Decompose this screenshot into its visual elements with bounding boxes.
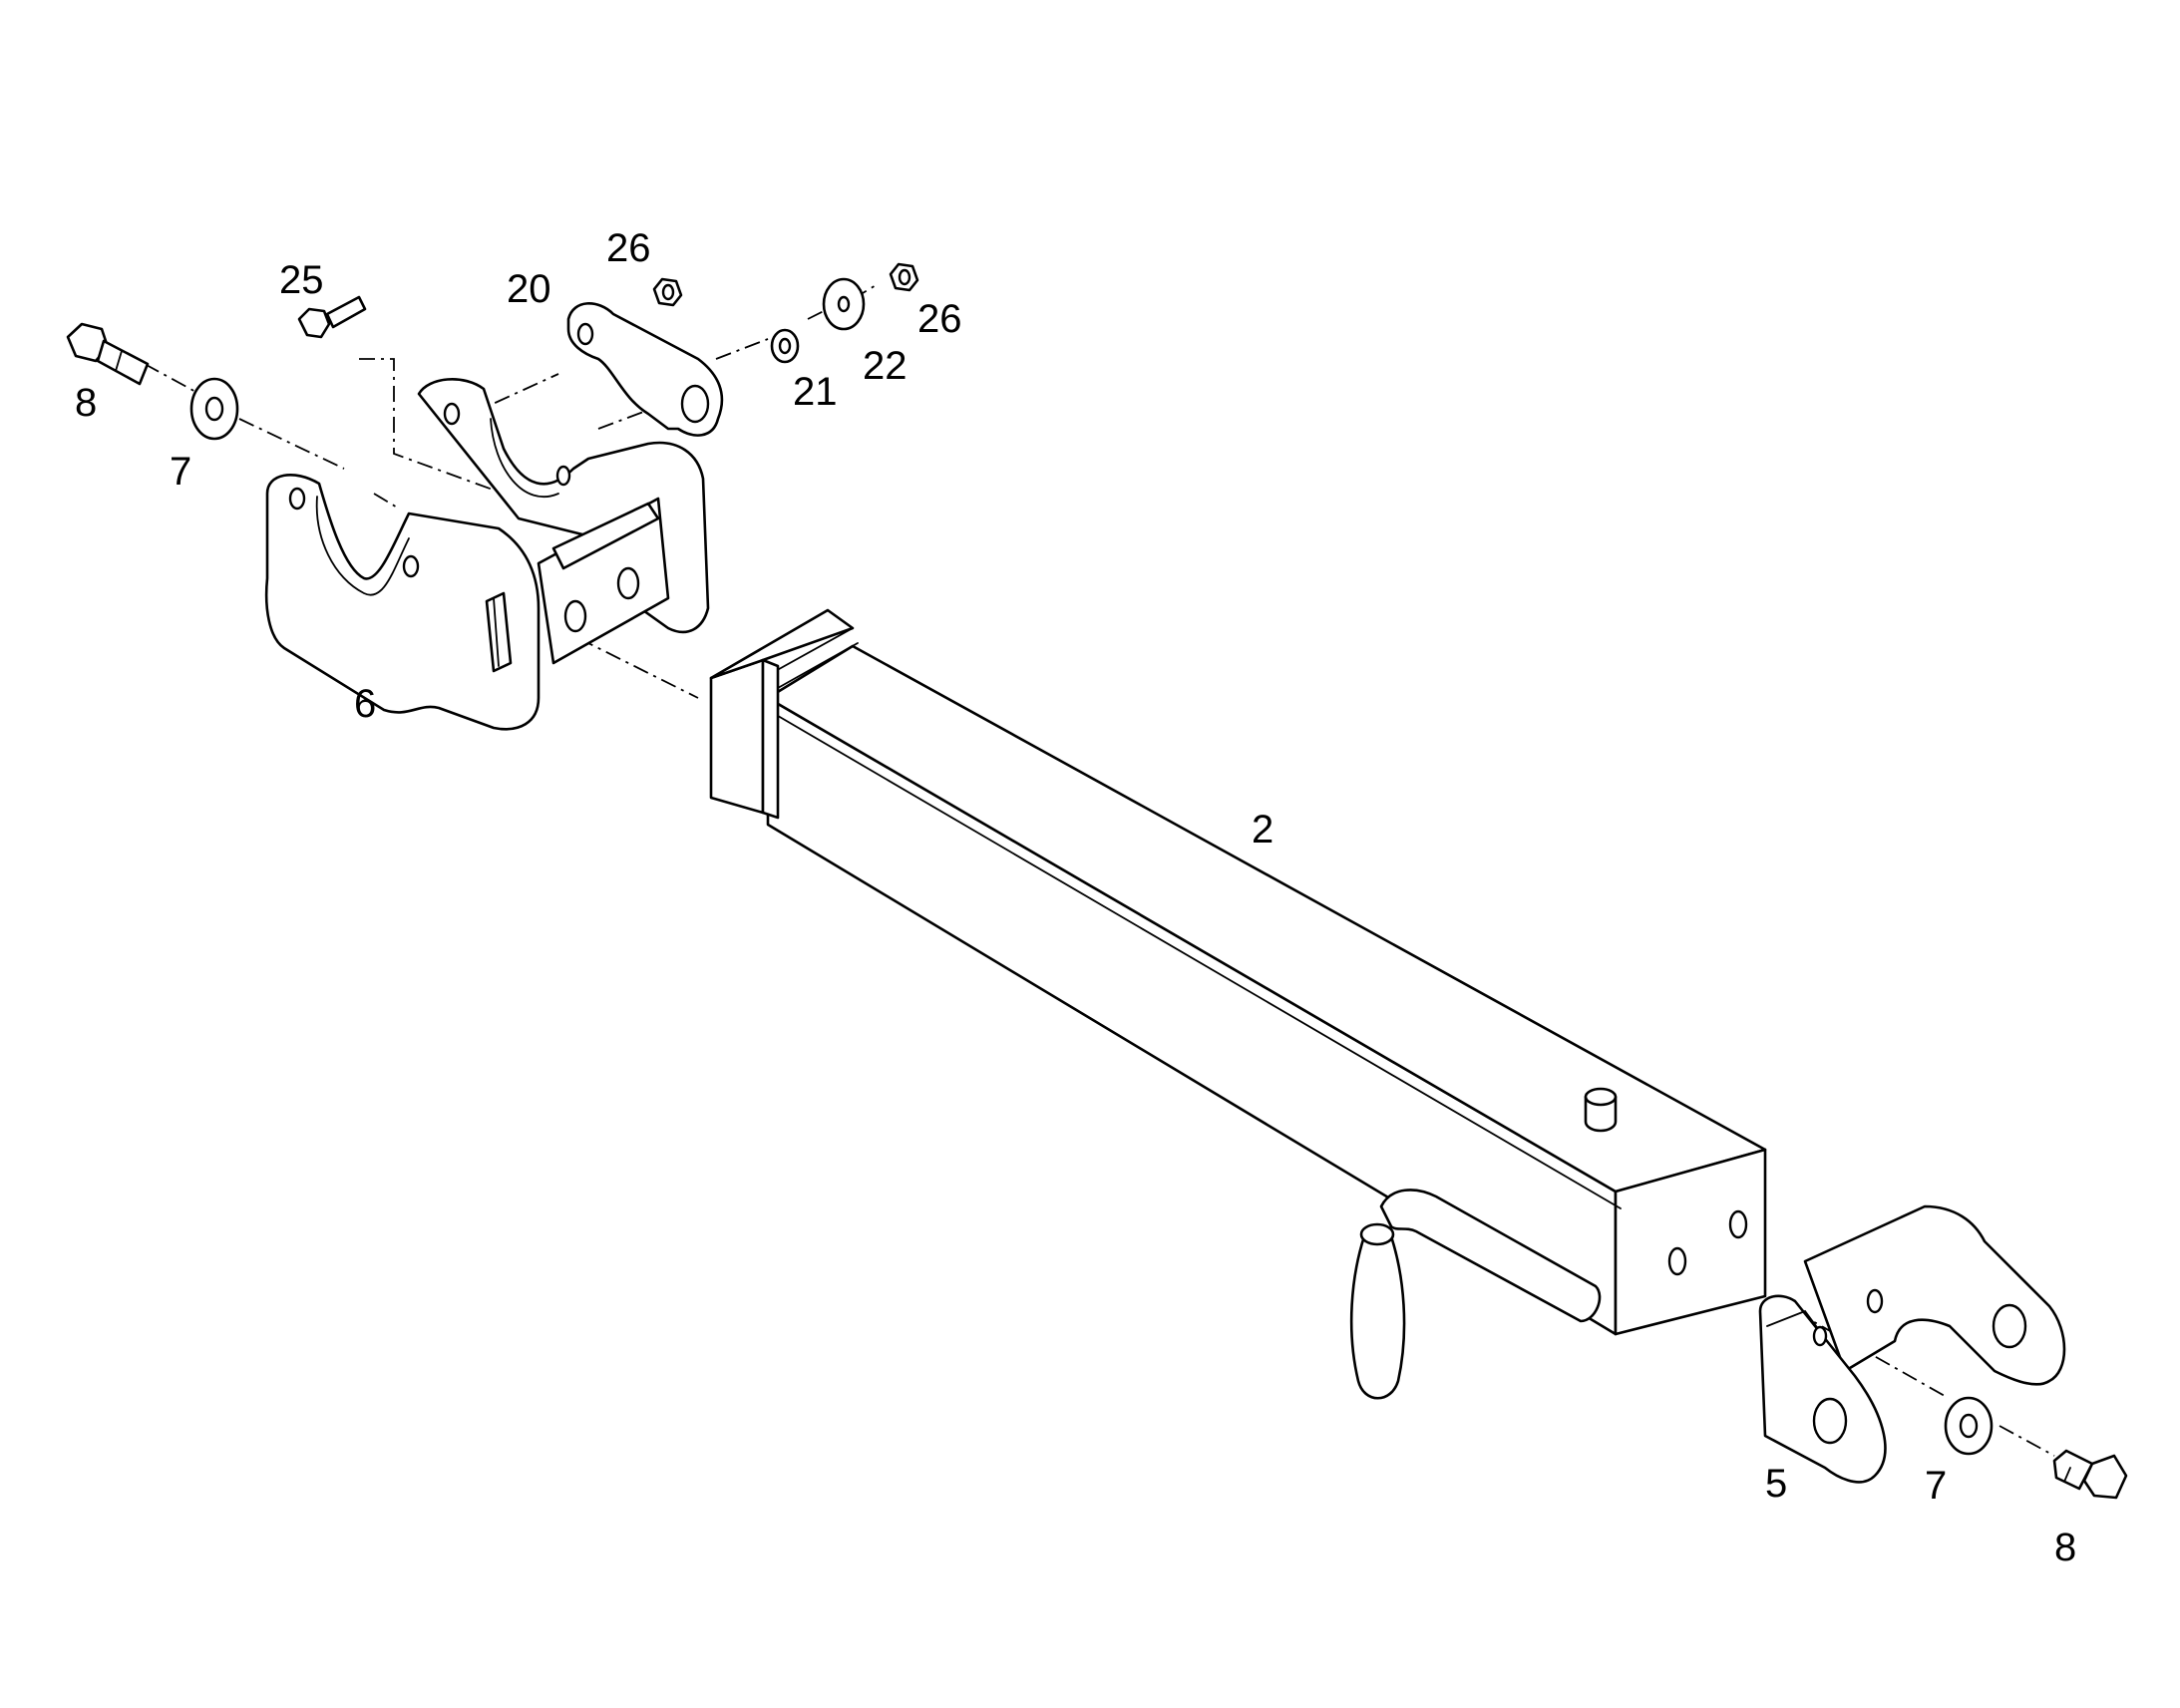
crank-grip <box>1349 1223 1406 1400</box>
tube-end-cap-front <box>709 658 765 815</box>
callout-21: 21 <box>793 370 838 414</box>
callout-20: 20 <box>507 267 551 311</box>
tube-end-hole-left <box>1667 1246 1687 1276</box>
crank-arm <box>1379 1189 1602 1323</box>
callout-25: 25 <box>279 258 324 302</box>
part-5-clevis-bracket <box>1758 1204 2066 1484</box>
callout-6: 6 <box>354 682 376 726</box>
washer-22 <box>822 277 866 331</box>
part-2-tube <box>709 608 1767 1336</box>
callout-26-upper: 26 <box>606 226 651 270</box>
part-20-plate <box>566 302 724 437</box>
callout-labels: 25 20 26 8 7 21 22 26 6 2 5 7 8 <box>75 226 2076 1569</box>
callout-8-left: 8 <box>75 381 97 425</box>
nut-26-right <box>889 262 919 292</box>
bolt-25 <box>297 295 367 339</box>
washer-21 <box>770 328 800 364</box>
callout-5: 5 <box>1765 1462 1787 1506</box>
callout-7-left: 7 <box>170 450 191 494</box>
bolt-8-left <box>66 322 150 386</box>
bracket-5-back-plate <box>1803 1204 2066 1386</box>
washer-7-left <box>189 377 239 441</box>
bracket-6-front-plate <box>264 474 541 731</box>
tube-edge-line <box>772 712 1622 1209</box>
tube-pin-body <box>1584 1095 1618 1133</box>
callout-26-right: 26 <box>917 297 962 341</box>
crank-handle <box>1349 1189 1602 1400</box>
tube-cap-side <box>761 658 780 820</box>
bracket-5-front-plate <box>1758 1294 1887 1484</box>
nut-26-upper <box>652 277 683 307</box>
bolt-8-right <box>2052 1449 2128 1500</box>
part-6-hook-bracket <box>264 378 710 731</box>
callout-22: 22 <box>863 344 908 388</box>
callout-8-right: 8 <box>2054 1526 2076 1569</box>
tube-pin-top <box>1584 1087 1618 1107</box>
callout-7-right: 7 <box>1925 1464 1947 1508</box>
bracket-6-latch <box>485 591 513 673</box>
tube-end-face <box>1614 1148 1767 1336</box>
tube-end-hole-right <box>1728 1209 1748 1239</box>
washer-7-right <box>1944 1396 1994 1456</box>
callout-2: 2 <box>1252 808 1273 852</box>
